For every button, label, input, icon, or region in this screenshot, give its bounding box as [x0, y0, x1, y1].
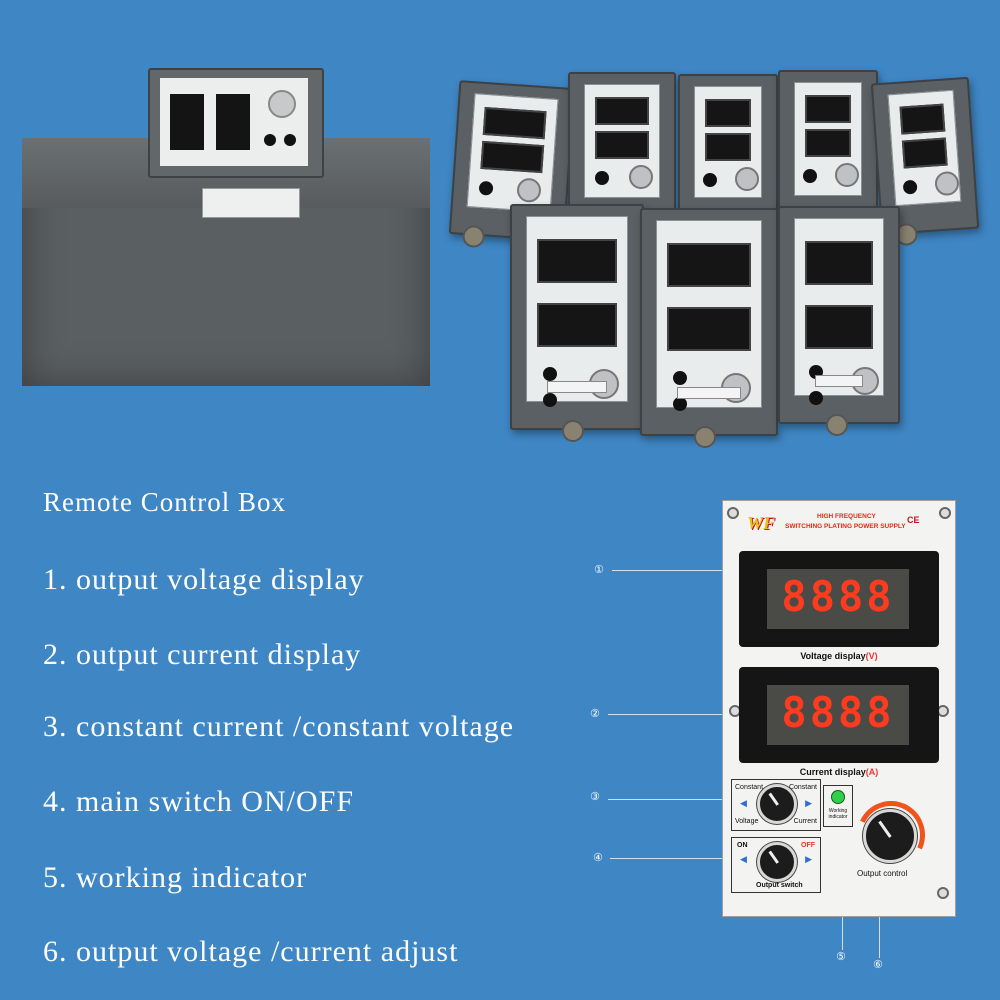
voltage-display: 8888 [739, 551, 939, 647]
section-heading: Remote Control Box [43, 487, 286, 517]
screw [939, 507, 951, 519]
output-switch-knob[interactable] [757, 842, 797, 882]
callout-1: ① [594, 563, 604, 576]
mode-label: Constant [788, 784, 817, 791]
arrow-left-icon: ◀ [740, 798, 747, 808]
leader-line [610, 858, 744, 859]
brand-logo: WF [747, 513, 776, 533]
callout-2: ② [590, 707, 600, 720]
current-digits: 8888 [781, 688, 895, 737]
mode-selector-group: Constant Constant Voltage Current ◀ ▶ [731, 779, 821, 831]
arrow-right-icon: ▶ [805, 854, 812, 864]
feature-item-4: 4. main switch ON/OFF [43, 785, 355, 818]
output-control-caption: Output control [857, 869, 908, 878]
leader-line [612, 570, 740, 571]
feature-item-1: 1. output voltage display [43, 563, 365, 596]
callout-6: ⑥ [873, 958, 883, 971]
working-indicator-caption: Working indicator [828, 808, 848, 820]
feature-item-5: 5. working indicator [43, 861, 308, 894]
current-caption: Current display(A) [799, 767, 879, 777]
control-box-unit [778, 206, 900, 436]
callout-5: ⑤ [836, 950, 846, 963]
output-switch-group: ON OFF ◀ ▶ Output switch [731, 837, 821, 893]
screw [937, 887, 949, 899]
mode-label: Current [793, 818, 817, 825]
leader-line [608, 799, 744, 800]
voltage-caption: Voltage display(V) [800, 651, 878, 661]
mode-label: Voltage [735, 818, 759, 825]
output-control-knob[interactable] [863, 809, 917, 863]
panel-title-line1: HIGH FREQUENCY [817, 513, 876, 520]
power-supply-photo [22, 60, 432, 390]
control-boxes-photo [440, 68, 980, 448]
current-display: 8888 [739, 667, 939, 763]
screw [727, 507, 739, 519]
mode-label: Constant [735, 784, 764, 791]
working-indicator-group: Working indicator [823, 785, 853, 827]
cabinet-label [202, 188, 300, 218]
leader-line [608, 714, 738, 715]
control-box-unit [640, 208, 778, 448]
output-switch-caption: Output switch [756, 882, 803, 889]
callout-3: ③ [590, 790, 600, 803]
voltage-digits: 8888 [781, 572, 895, 621]
ce-mark: CE [907, 515, 920, 525]
switch-off-label: OFF [801, 842, 815, 849]
switch-on-label: ON [737, 842, 748, 849]
working-indicator-led [831, 790, 845, 804]
control-box-unit [510, 204, 644, 442]
callout-4: ④ [593, 851, 603, 864]
control-box-unit [678, 74, 778, 226]
feature-item-3: 3. constant current /constant voltage [43, 710, 515, 743]
feature-item-2: 2. output current display [43, 638, 362, 671]
control-box-unit [568, 72, 676, 226]
control-box-top [148, 68, 324, 178]
arrow-right-icon: ▶ [805, 798, 812, 808]
mode-selector-knob[interactable] [757, 784, 797, 824]
panel-title-line2: SWITCHING PLATING POWER SUPPLY [785, 523, 906, 530]
arrow-left-icon: ◀ [740, 854, 747, 864]
control-panel-diagram: WF HIGH FREQUENCY SWITCHING PLATING POWE… [722, 500, 956, 917]
control-box-unit [778, 70, 878, 224]
feature-item-6: 6. output voltage /current adjust [43, 935, 459, 968]
